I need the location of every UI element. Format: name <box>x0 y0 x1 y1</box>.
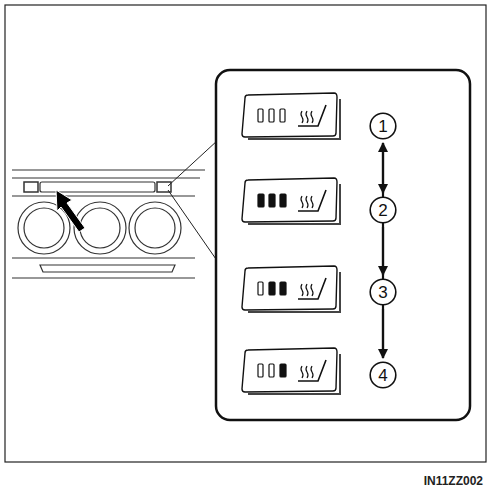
callout-circle: 2 <box>369 196 397 224</box>
callout-circle: 1 <box>369 112 397 140</box>
sequence-arrow <box>382 143 384 358</box>
heater-switch <box>242 348 340 394</box>
frame <box>5 5 486 462</box>
sequence-arrow <box>382 309 384 358</box>
switch-buttons <box>242 93 340 394</box>
pointer-arrow <box>56 190 85 232</box>
heater-switch <box>242 93 340 139</box>
callout-circle: 3 <box>369 278 397 306</box>
callout-number: 3 <box>369 278 397 306</box>
callout-wedge <box>168 140 218 262</box>
callout-circle: 4 <box>369 361 397 389</box>
heater-switch <box>242 178 340 224</box>
figure-code: IN11ZZ002 <box>424 474 483 488</box>
callout-number: 4 <box>369 361 397 389</box>
heater-switch <box>242 266 340 312</box>
sequence-arrow <box>382 143 384 193</box>
callout-number: 2 <box>369 196 397 224</box>
sequence-arrow <box>382 227 384 275</box>
callout-panel <box>216 70 470 420</box>
callout-number: 1 <box>369 112 397 140</box>
dashboard <box>12 170 205 278</box>
